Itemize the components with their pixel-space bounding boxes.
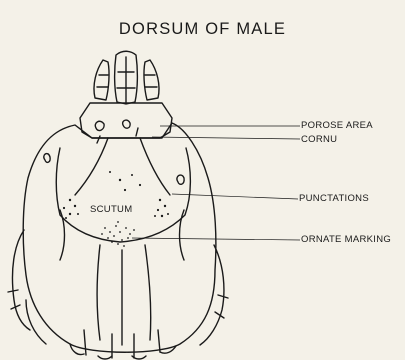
porose-area-left — [95, 121, 104, 130]
legs-right — [200, 245, 228, 345]
ornate-marking-stipple — [101, 221, 135, 247]
cervical-groove-right — [140, 138, 170, 195]
eye-right — [177, 175, 184, 184]
label-punctations: PUNCTATIONS — [299, 193, 369, 204]
label-porose-area: POROSE AREA — [301, 120, 373, 131]
left-palp-segments — [97, 75, 108, 87]
right-palp-segments — [145, 75, 157, 87]
right-palp — [144, 60, 159, 100]
cervical-groove-left — [75, 138, 108, 195]
label-ornate-marking: ORNATE MARKING — [301, 234, 391, 245]
label-cornu: CORNU — [301, 134, 337, 145]
left-palp — [94, 60, 109, 100]
posterior-grooves — [97, 245, 151, 345]
leg-right-segments — [215, 295, 228, 318]
cornua — [97, 128, 138, 143]
hypostome-lines — [117, 57, 135, 102]
leader-cornu — [152, 137, 300, 139]
leader-punctations — [172, 194, 298, 199]
porose-area-right — [123, 120, 130, 128]
scutum-outline — [23, 123, 216, 352]
capitulum — [94, 51, 159, 104]
legs-left — [8, 230, 46, 344]
leg-left-2 — [26, 300, 46, 344]
eye-left — [44, 154, 50, 163]
label-scutum: SCUTUM — [90, 204, 132, 215]
